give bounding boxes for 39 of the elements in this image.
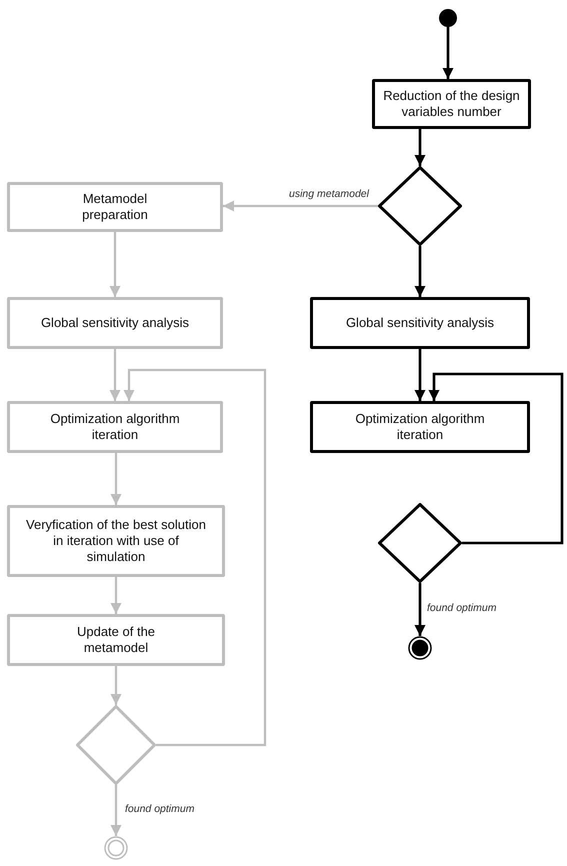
arrow <box>428 372 564 544</box>
action-box <box>372 79 531 129</box>
arrow <box>110 666 122 705</box>
arrow <box>442 27 454 79</box>
action-box <box>7 297 223 349</box>
decision-diamond <box>76 705 156 785</box>
action-box <box>7 614 225 666</box>
arrow <box>223 200 378 212</box>
action-label: Update of the metamodel <box>76 624 156 656</box>
start-node <box>439 9 457 27</box>
arrow <box>414 246 426 297</box>
arrow <box>414 349 426 401</box>
action-label: Veryfication of the best solution in iteration with use of simulation <box>25 517 207 565</box>
action-label: Optimization algorithm iteration <box>49 411 181 443</box>
action-label: Global sensitivity analysis <box>346 315 494 331</box>
action-label: Optimization algorithm iteration <box>354 411 486 443</box>
action-box <box>310 401 530 453</box>
action-box <box>310 297 530 349</box>
arrow <box>414 129 426 166</box>
arrow <box>414 583 426 636</box>
arrow <box>110 349 120 401</box>
action-label: Metamodel preparation <box>81 191 149 223</box>
arrow <box>110 577 122 614</box>
action-label: Global sensitivity analysis <box>40 315 190 331</box>
arrow <box>110 232 120 297</box>
end-node <box>408 636 432 660</box>
edge-label: found optimum <box>426 602 498 614</box>
arrow <box>110 785 122 836</box>
action-label: Reduction of the design variables number <box>382 88 521 120</box>
end-node <box>104 836 128 860</box>
action-box <box>7 505 225 577</box>
edge-label: using metamodel <box>288 188 370 200</box>
action-box <box>7 182 223 232</box>
arrow <box>110 453 122 505</box>
decision-diamond <box>378 166 462 246</box>
edge-label: found optimum <box>124 802 196 814</box>
arrow <box>124 368 266 746</box>
decision-diamond <box>378 503 462 583</box>
action-box <box>7 401 223 453</box>
